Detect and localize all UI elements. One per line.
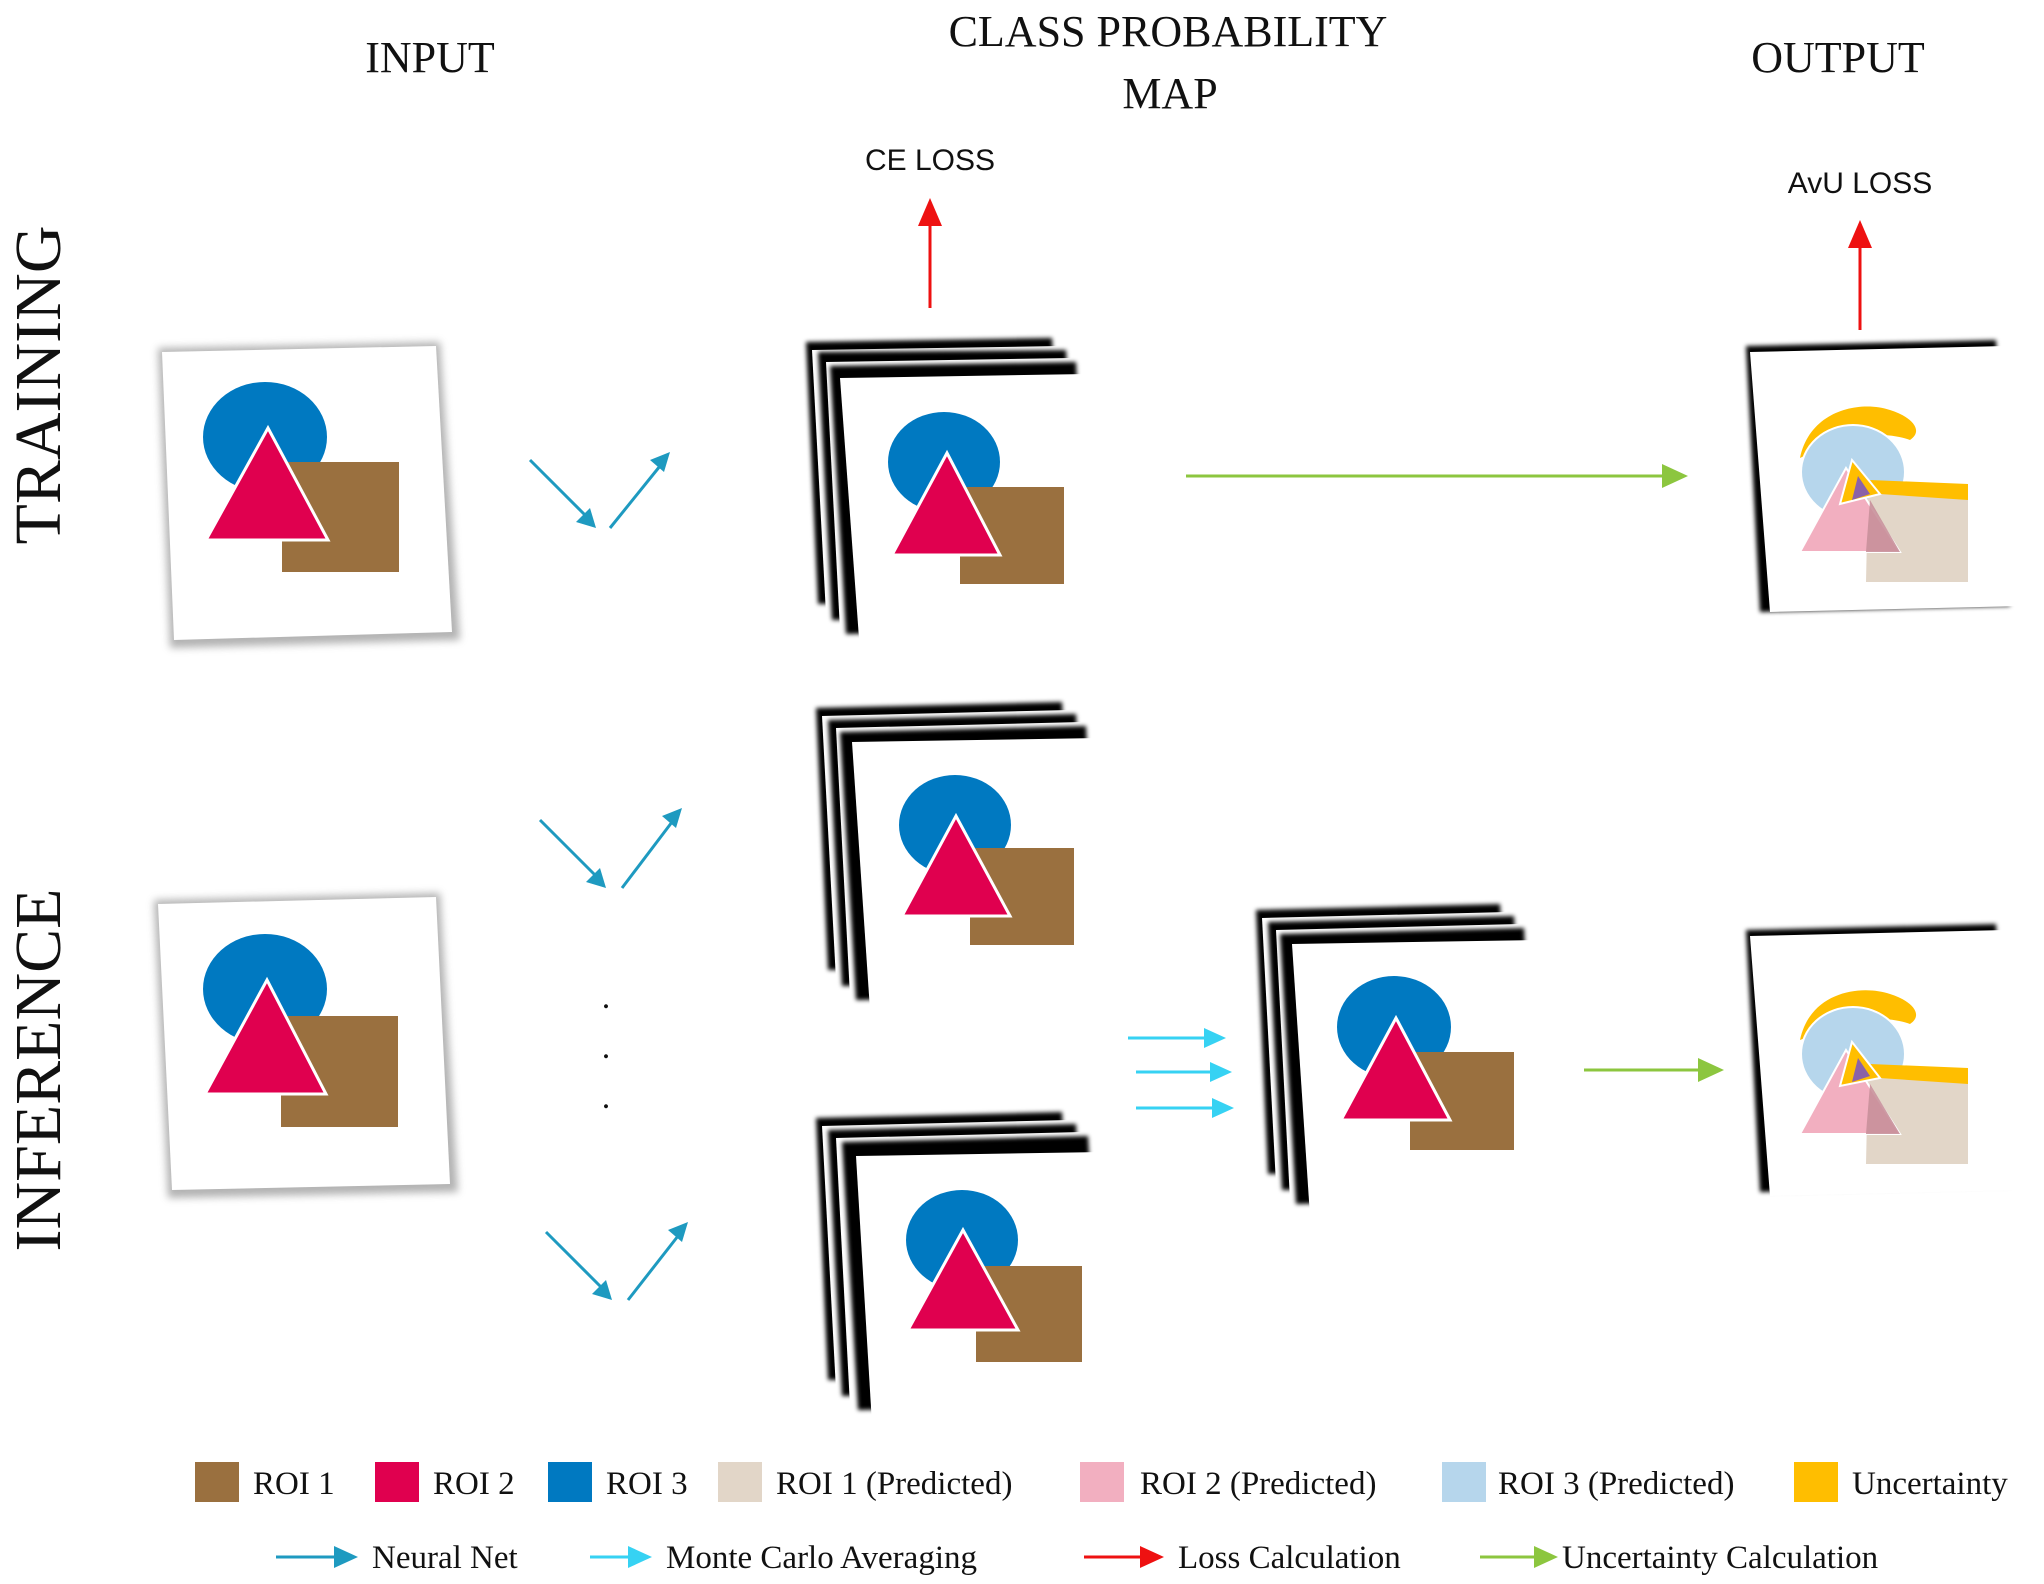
legend-label-uncertainty: Uncertainty: [1852, 1466, 2008, 1502]
legend-label-roi3-predicted: ROI 3 (Predicted): [1498, 1466, 1734, 1502]
inference-nn-arrow-top: [538, 808, 682, 889]
legend-label-monte-carlo: Monte Carlo Averaging: [666, 1540, 977, 1576]
training-input-card: [158, 342, 460, 648]
neural-net-arrows: [528, 452, 688, 1301]
avu-loss-label: AvU LOSS: [1788, 167, 1933, 200]
output-header: OUTPUT: [1751, 33, 1925, 82]
training-nn-arrow: [528, 452, 670, 529]
legend-label-roi2-predicted: ROI 2 (Predicted): [1140, 1466, 1376, 1502]
inference-input-shapes: [202, 934, 398, 1127]
training-output-card: [1746, 340, 2022, 612]
inference-row-label: INFERENCE: [2, 889, 75, 1252]
ce-loss-arrow: [918, 198, 942, 308]
legend-swatch-roi1-predicted: [718, 1462, 762, 1502]
legend-swatch-roi1: [195, 1462, 239, 1502]
inference-map-top-shapes: [899, 775, 1074, 945]
input-header: INPUT: [365, 33, 495, 82]
legend-label-roi3: ROI 3: [606, 1466, 688, 1502]
training-input-shapes: [203, 382, 399, 572]
training-map-shapes: [888, 412, 1064, 584]
legend-arrows: Neural Net Monte Carlo Averaging Loss Ca…: [276, 1540, 1878, 1576]
training-row-label: TRAINING: [2, 226, 75, 545]
inference-map-bottom-shapes: [905, 1190, 1082, 1362]
legend-arrow-uncertainty-calc: [1480, 1546, 1558, 1568]
ce-loss-label: CE LOSS: [865, 144, 995, 177]
class-probability-header: CLASS PROBABILITY: [949, 7, 1388, 56]
legend-swatch-roi3-predicted: [1442, 1462, 1486, 1502]
legend-label-roi1: ROI 1: [253, 1466, 335, 1502]
legend-arrow-monte-carlo: [590, 1546, 652, 1568]
ellipsis-dot: .: [602, 1079, 611, 1116]
ellipsis-dot: .: [602, 1029, 611, 1066]
legend-arrow-loss: [1084, 1546, 1164, 1568]
legend-label-neural-net: Neural Net: [372, 1540, 518, 1576]
class-probability-header-line2: MAP: [1122, 69, 1217, 118]
ellipsis-dot: .: [602, 979, 611, 1016]
monte-carlo-arrows: [1128, 1028, 1234, 1118]
legend-swatch-roi2-predicted: [1080, 1462, 1124, 1502]
averaged-probability-stack: [1256, 904, 1562, 1216]
inference-input-card: [154, 893, 458, 1198]
legend-label-loss: Loss Calculation: [1178, 1540, 1401, 1576]
inference-output-shapes: [1798, 990, 1968, 1164]
legend-label-uncertainty-calc: Uncertainty Calculation: [1562, 1540, 1878, 1576]
inference-probability-stack-bottom: [816, 1112, 1128, 1424]
legend-label-roi2: ROI 2: [433, 1466, 515, 1502]
training-output-shapes: [1798, 406, 1968, 582]
legend-swatches: ROI 1 ROI 2 ROI 3 ROI 1 (Predicted) ROI …: [195, 1462, 2008, 1502]
averaged-map-shapes: [1337, 976, 1514, 1150]
training-probability-stack: [806, 338, 1114, 652]
legend-arrow-neural-net: [276, 1546, 358, 1568]
ellipsis: . . .: [602, 979, 611, 1116]
avu-loss-arrow: [1848, 220, 1872, 330]
inference-output-card: [1746, 924, 2022, 1196]
inference-probability-stack-top: [816, 702, 1124, 1010]
legend-label-roi1-predicted: ROI 1 (Predicted): [776, 1466, 1012, 1502]
legend-swatch-uncertainty: [1794, 1462, 1838, 1502]
inference-nn-arrow-bottom: [544, 1222, 688, 1301]
legend-swatch-roi2: [375, 1462, 419, 1502]
legend-swatch-roi3: [548, 1462, 592, 1502]
uncertainty-calc-arrows: [1186, 464, 1724, 1082]
